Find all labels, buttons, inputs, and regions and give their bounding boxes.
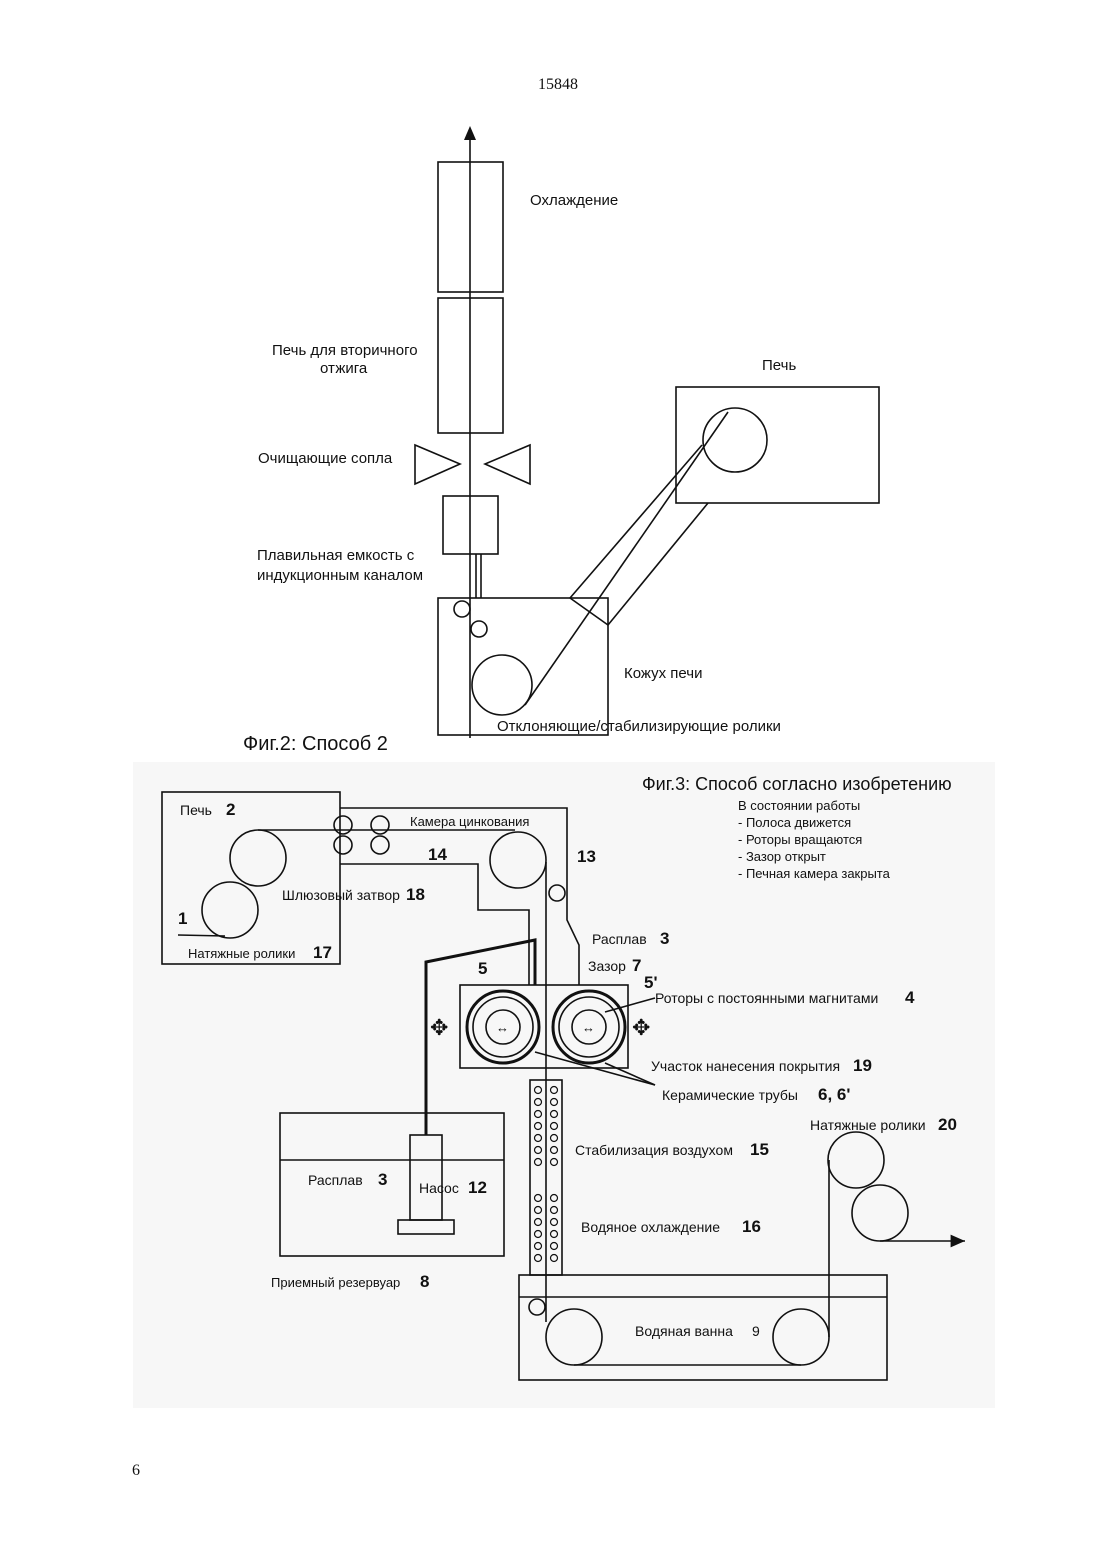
label-gap: Зазор [588, 958, 626, 974]
arrow-up-icon [464, 126, 476, 140]
num-5: 5 [478, 959, 487, 978]
label-annealing-1: Печь для вторичного [272, 342, 418, 359]
num-14: 14 [428, 845, 447, 864]
num-pump: 12 [468, 1178, 487, 1197]
num-tension-2: 20 [938, 1115, 957, 1134]
num-tension: 17 [313, 943, 332, 962]
num-furnace: 2 [226, 800, 235, 819]
num-gap: 7 [632, 956, 641, 975]
label-water-bath: Водяная ванна [635, 1323, 733, 1339]
state-title: В состоянии работы [738, 798, 860, 813]
num-lock: 18 [406, 885, 425, 904]
state-item-3: - Зазор открыт [738, 849, 826, 864]
rotor-left-arrows-icon: ↔ [496, 1020, 509, 1035]
label-melt-vessel-1: Плавильная емкость с [257, 547, 415, 564]
num-ceramic: 6, 6' [818, 1085, 850, 1104]
figure-2: Охлаждение Печь для вторичного отжига Оч… [243, 126, 879, 755]
furnace-box [676, 387, 879, 503]
nozzle-right [485, 445, 530, 484]
state-item-2: - Роторы вращаются [738, 832, 862, 847]
num-13: 13 [577, 847, 596, 866]
label-furnace-casing: Кожух печи [624, 665, 702, 682]
num-melt: 3 [660, 929, 669, 948]
label-coating-zone: Участок нанесения покрытия [651, 1058, 840, 1074]
label-lock: Шлюзовый затвор [282, 887, 400, 903]
label-furnace: Печь [762, 357, 796, 374]
num-water: 16 [742, 1217, 761, 1236]
nozzle-left [415, 445, 460, 484]
label-melt: Расплав [592, 931, 647, 947]
fig2-caption: Фиг.2: Способ 2 [243, 733, 388, 755]
label-reservoir: Приемный резервуар [271, 1275, 400, 1290]
label-rollers: Отклоняющие/стабилизирующие ролики [497, 718, 781, 735]
num-coating: 19 [853, 1056, 872, 1075]
label-melt-vessel-2: индукционным каналом [257, 567, 423, 584]
label-water-cool: Водяное охлаждение [581, 1219, 720, 1235]
num-rotors: 4 [905, 988, 915, 1007]
label-tension-rollers-2: Натяжные ролики [810, 1117, 926, 1133]
small-roller [454, 601, 470, 617]
figure-3: ↔ ↔ ✥ ✥ Фиг.3: Способ согласно изобретен… [133, 762, 995, 1408]
small-roller-2 [471, 621, 487, 637]
furnace-casing-box [438, 598, 608, 735]
label-annealing-2: отжига [320, 360, 368, 377]
num-air: 15 [750, 1140, 769, 1159]
label-tension-rollers: Натяжные ролики [188, 946, 295, 961]
fig3-title: Фиг.3: Способ согласно изобретению [642, 774, 952, 794]
num-strip: 1 [178, 909, 187, 928]
label-furnace: Печь [180, 802, 212, 818]
label-air-stab: Стабилизация воздухом [575, 1142, 733, 1158]
snout-line [570, 445, 702, 598]
label-rotors: Роторы с постоянными магнитами [655, 990, 878, 1006]
strip-line [525, 412, 728, 705]
label-melt-2: Расплав [308, 1172, 363, 1188]
state-item-4: - Печная камера закрыта [738, 866, 891, 881]
num-bath: 9 [752, 1323, 760, 1339]
move-left-arrows-icon: ✥ [430, 1015, 448, 1040]
label-pump: Насос [419, 1180, 459, 1196]
num-melt-2: 3 [378, 1170, 387, 1189]
label-zinc-chamber: Камера цинкования [410, 814, 529, 829]
label-ceramic: Керамические трубы [662, 1087, 798, 1103]
num-reservoir: 8 [420, 1272, 429, 1291]
furnace-roller [703, 408, 767, 472]
rotor-right-arrows-icon: ↔ [582, 1020, 595, 1035]
strip-entry [178, 935, 225, 936]
state-item-1: - Полоса движется [738, 815, 851, 830]
label-nozzles: Очищающие сопла [258, 450, 393, 467]
label-cooling: Охлаждение [530, 192, 618, 209]
move-right-arrows-icon: ✥ [632, 1015, 650, 1040]
deflecting-roller [472, 655, 532, 715]
